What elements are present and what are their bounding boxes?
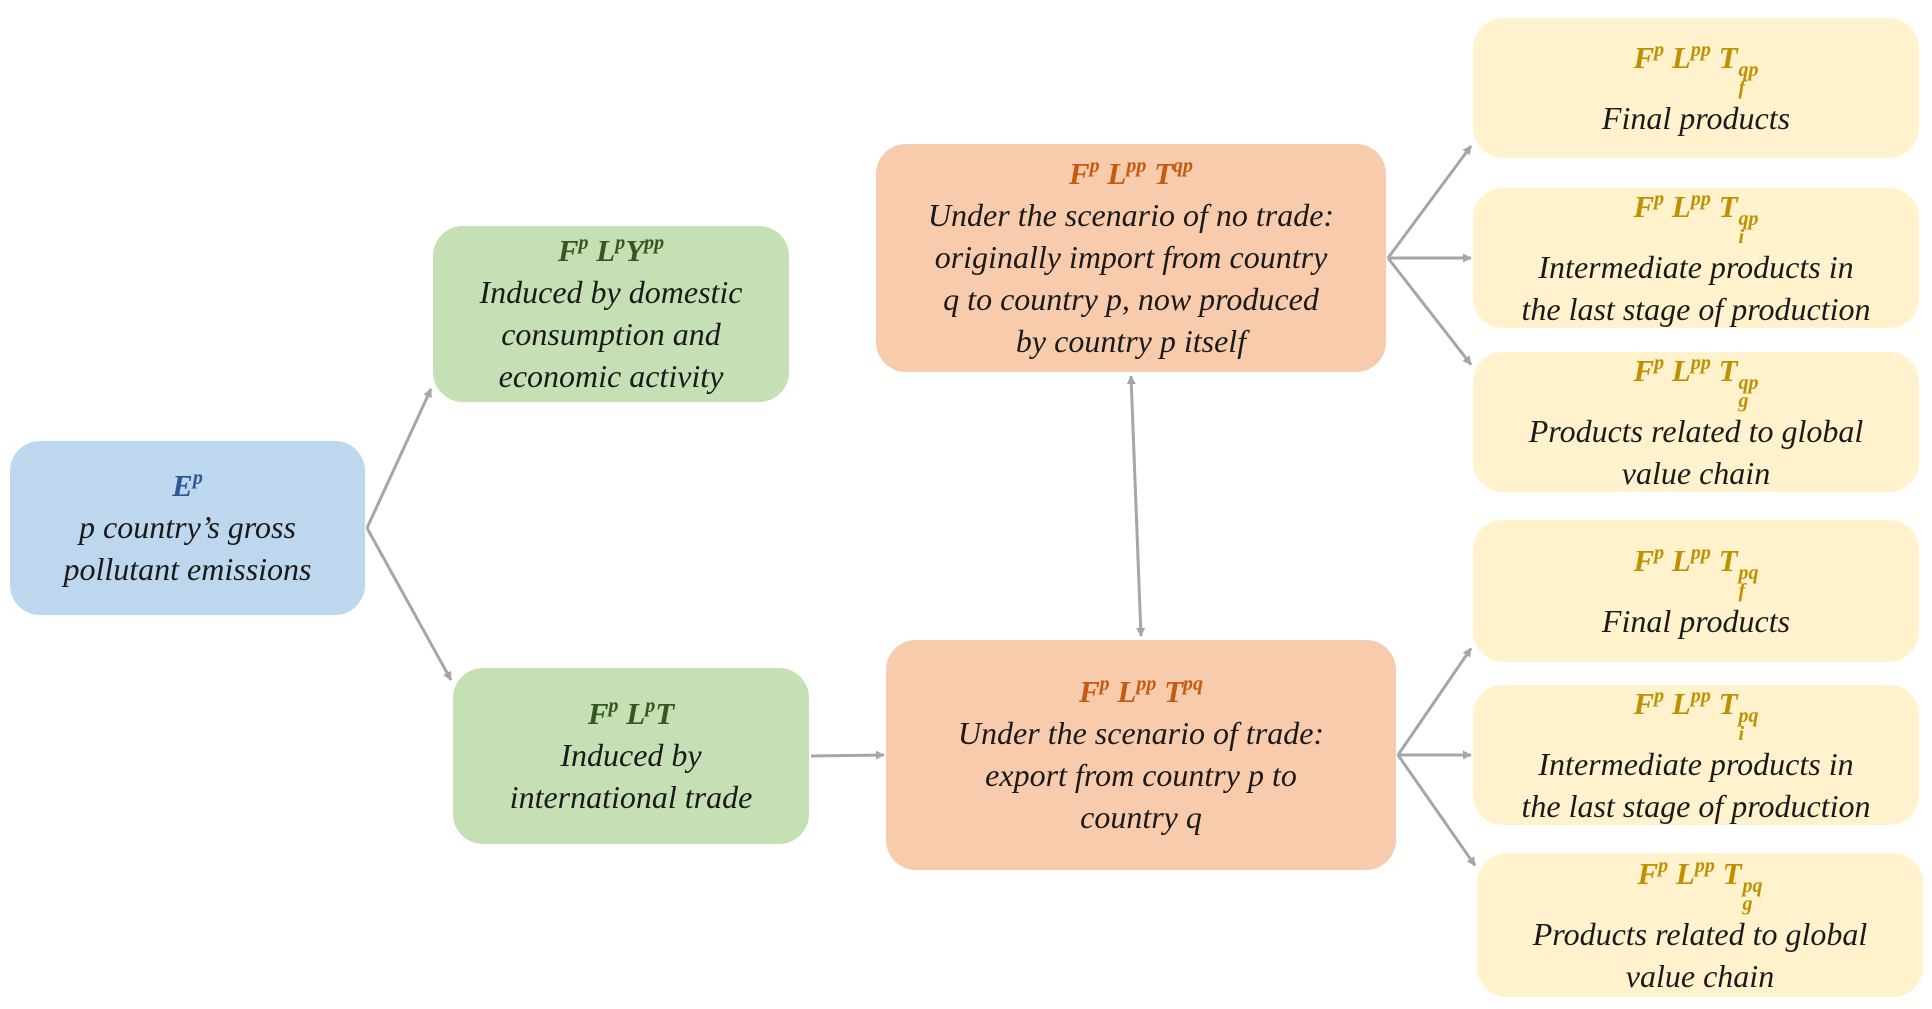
node-description-line: export from country p to: [985, 757, 1297, 793]
edge-international-to-trade: [810, 750, 885, 760]
node-international-trade: Fp LpT Induced by international trade: [453, 668, 809, 844]
node-description-line: the last stage of production: [1521, 290, 1871, 327]
node-description-line: country q: [1080, 799, 1202, 835]
node-description-line: by country p itself: [1015, 323, 1247, 359]
node-description-line: Products related to global: [1528, 412, 1864, 449]
node-description-line: Final products: [1601, 99, 1791, 136]
node-description-line: value chain: [1621, 454, 1771, 491]
node-description-line: Under the scenario of trade:: [957, 715, 1325, 751]
edge-no_trade-to-qp_final: [1386, 145, 1473, 259]
node-description-line: pollutant emissions: [63, 551, 312, 587]
node-formula: Fp Lpp Tqp: [1068, 155, 1194, 191]
node-description-line: Final products: [1601, 602, 1791, 639]
node-description-line: Induced by: [560, 737, 702, 773]
node-formula: Ep: [172, 467, 203, 503]
node-gross-emissions: Ep p country’s gross pollutant emissions: [10, 441, 365, 615]
node-description-line: originally import from country: [934, 239, 1328, 275]
node-description-line: international trade: [509, 779, 753, 815]
node-description-line: p country’s gross: [79, 509, 296, 545]
node-description-line: economic activity: [498, 358, 724, 394]
node-formula: Fp Lpp Tpq: [1078, 673, 1204, 709]
edge-gross-to-domestic: [365, 388, 433, 529]
edge-trade-to-pq_gvc: [1396, 754, 1477, 867]
node-description-line: Products related to global: [1532, 915, 1868, 952]
node-description-line: value chain: [1625, 957, 1775, 994]
node-description-line: the last stage of production: [1521, 787, 1871, 824]
node-formula: Fp LpYpp: [557, 232, 665, 268]
edge-no_trade-to-qp_gvc: [1386, 257, 1473, 366]
node-description-line: Intermediate products in: [1538, 745, 1854, 782]
edge-no_trade-to-trade: [1126, 375, 1146, 637]
edge-gross-to-international: [365, 527, 453, 681]
edge-trade-to-pq_final: [1396, 647, 1473, 756]
node-description-line: Intermediate products in: [1538, 248, 1854, 285]
node-description-line: Induced by domestic: [479, 274, 743, 310]
node-description-line: q to country p, now produced: [943, 281, 1319, 317]
node-description-line: consumption and: [501, 316, 721, 352]
node-formula: Fp LpT: [587, 695, 675, 731]
node-description-line: Under the scenario of no trade:: [927, 197, 1335, 233]
